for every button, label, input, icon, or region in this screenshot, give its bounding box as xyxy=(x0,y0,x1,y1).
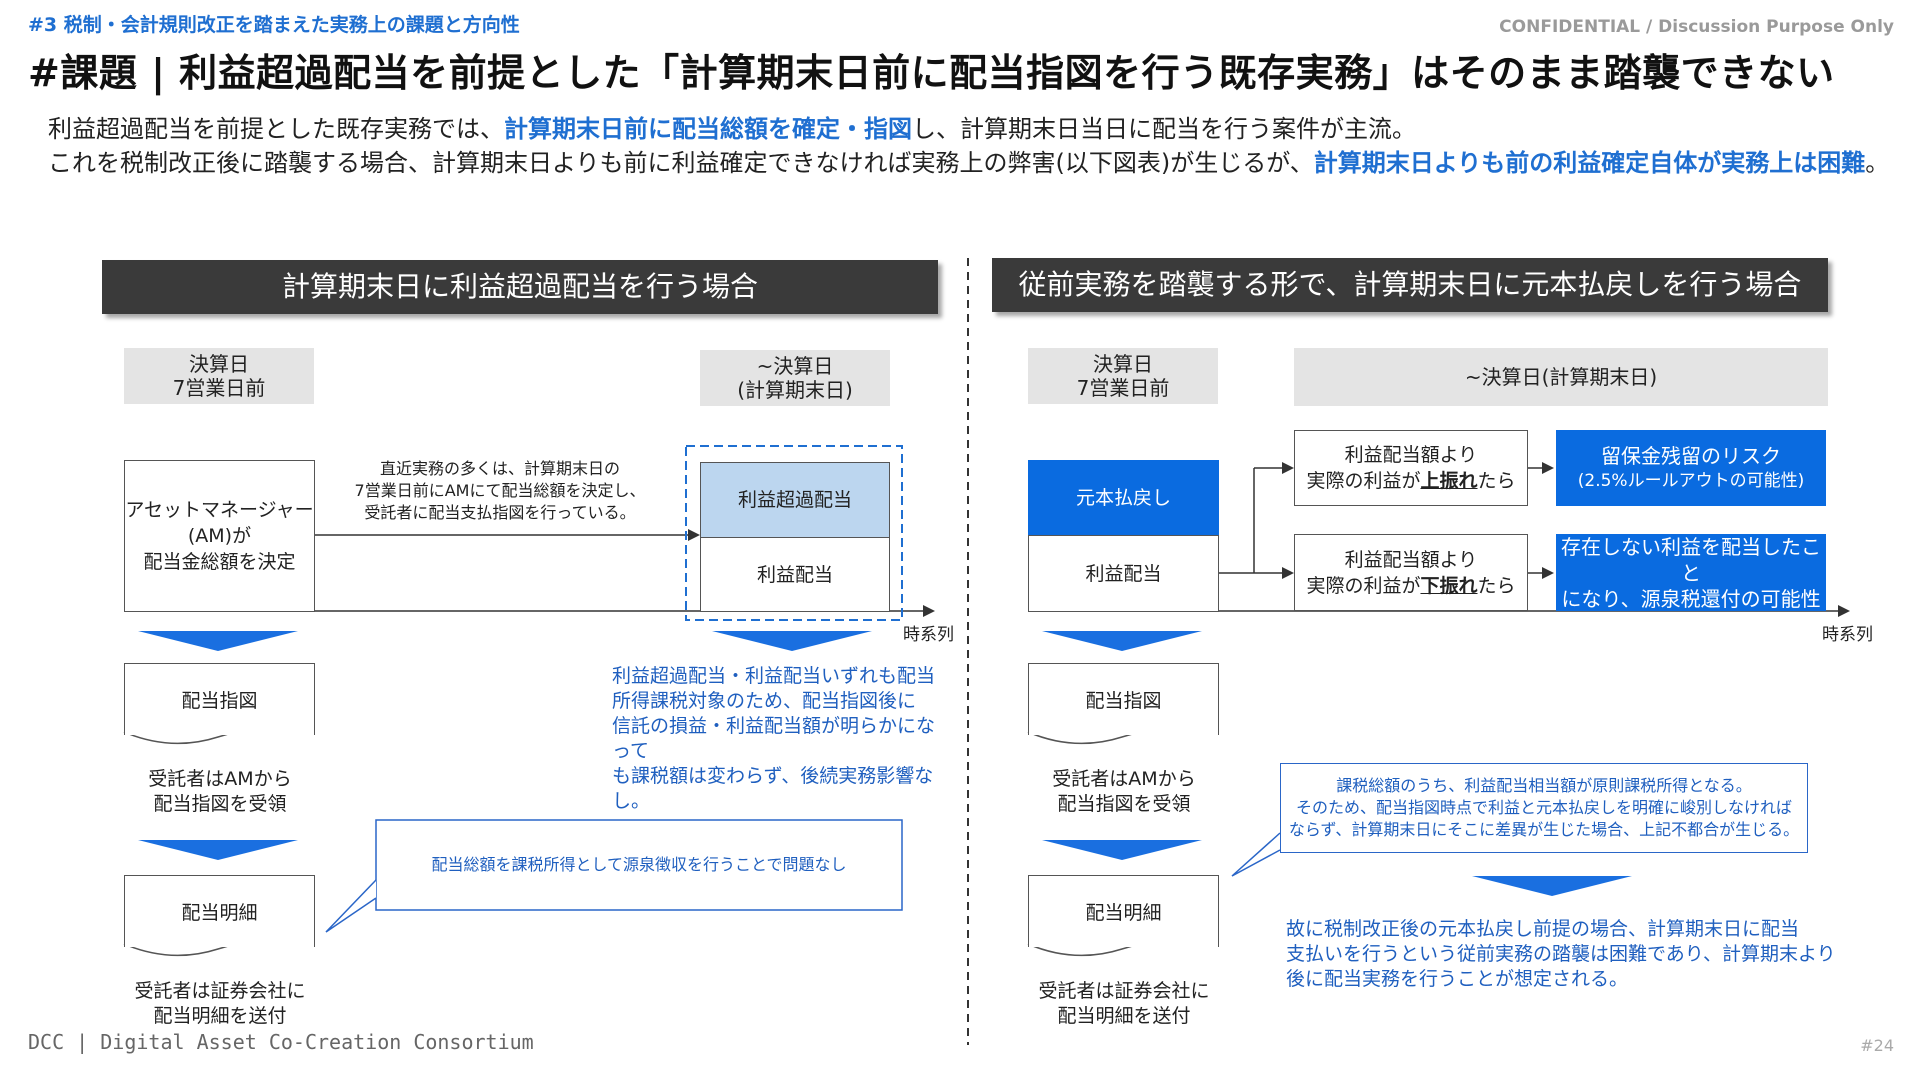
left-date-7days: 決算日 7営業日前 xyxy=(124,348,314,404)
right-dividend-instruction-doc: 配当指図 xyxy=(1028,663,1219,735)
withholding-refund-risk-box: 存在しない利益を配当したこと になり、源泉税還付の可能性 xyxy=(1556,534,1826,611)
confidential-label: CONFIDENTIAL / Discussion Purpose Only xyxy=(1499,17,1894,37)
section-label: #3 税制・会計規則改正を踏まえた実務上の課題と方向性 xyxy=(28,14,520,36)
principal-refund-box: 元本払戻し xyxy=(1028,460,1219,536)
left-date-end: ~決算日 (計算期末日) xyxy=(700,350,890,406)
right-conclusion: 故に税制改正後の元本払戻し前提の場合、計算期末日に配当 支払いを行うという従前実… xyxy=(1286,918,1836,990)
profit-dividend-box: 利益配当 xyxy=(700,537,890,612)
page-number: #24 xyxy=(1860,1036,1894,1055)
right-caption-2: 受託者は証券会社に 配当明細を送付 xyxy=(1038,980,1210,1027)
right-dividend-statement-doc: 配当明細 xyxy=(1028,875,1219,947)
left-callout: 配当総額を課税所得として源泉徴収を行うことで問題なし xyxy=(431,855,847,874)
left-axis-label: 時系列 xyxy=(903,625,954,645)
am-decision-box: アセットマネージャー (AM)が 配当金総額を決定 xyxy=(124,460,315,612)
right-caption-1: 受託者はAMから 配当指図を受領 xyxy=(1052,768,1196,815)
right-callout: 課税総額のうち、利益配当相当額が原則課税所得となる。 そのため、配当指図時点で利… xyxy=(1280,763,1808,853)
left-dividend-instruction-doc: 配当指図 xyxy=(124,663,315,735)
left-caption-2: 受託者は証券会社に 配当明細を送付 xyxy=(134,980,306,1027)
retained-earnings-risk-box: 留保金残留のリスク (2.5%ルールアウトの可能性) xyxy=(1556,430,1826,506)
left-banner: 計算期末日に利益超過配当を行う場合 xyxy=(102,260,938,314)
left-caption-1: 受託者はAMから 配当指図を受領 xyxy=(148,768,292,815)
upside-box: 利益配当額より 実際の利益が上振れたら xyxy=(1294,430,1528,506)
left-blue-note: 利益超過配当・利益配当いずれも配当 所得課税対象のため、配当指図後に 信託の損益… xyxy=(612,665,936,812)
page-title: #課題 | 利益超過配当を前提とした「計算期末日前に配当指図を行う既存実務」はそ… xyxy=(28,51,1835,95)
right-profit-dividend-box: 利益配当 xyxy=(1028,535,1219,612)
excess-dividend-box: 利益超過配当 xyxy=(700,462,890,538)
left-dividend-statement-doc: 配当明細 xyxy=(124,875,315,947)
intro-text: 利益超過配当を前提とした既存実務では、計算期末日前に配当総額を確定・指図し、計算… xyxy=(48,115,1890,177)
right-banner: 従前実務を踏襲する形で、計算期末日に元本払戻しを行う場合 xyxy=(992,258,1828,312)
right-date-end: ~決算日(計算期末日) xyxy=(1294,348,1828,406)
footer-logo: DCC | Digital Asset Co-Creation Consorti… xyxy=(28,1030,534,1054)
right-date-7days: 決算日 7営業日前 xyxy=(1028,348,1218,404)
right-axis-label: 時系列 xyxy=(1822,625,1873,645)
arrow-note: 直近実務の多くは、計算期末日の 7営業日前にAMにて配当総額を決定し、 受託者に… xyxy=(354,459,646,522)
downside-box: 利益配当額より 実際の利益が下振れたら xyxy=(1294,534,1528,611)
